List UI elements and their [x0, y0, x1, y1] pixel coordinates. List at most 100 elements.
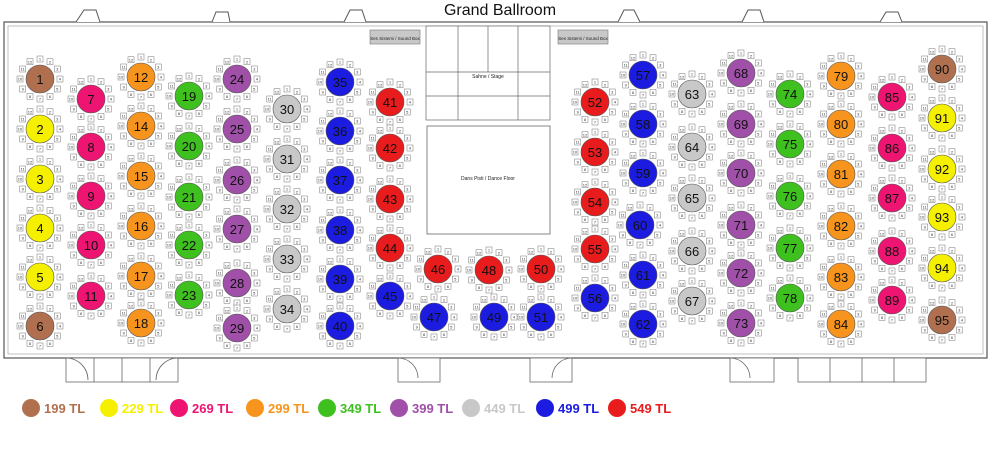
chair [485, 286, 493, 294]
table-top [775, 283, 805, 313]
chair-number: 3 [908, 136, 911, 141]
chair-number: 6 [399, 163, 402, 168]
chair [406, 98, 414, 106]
chair-number: 5 [757, 132, 760, 137]
